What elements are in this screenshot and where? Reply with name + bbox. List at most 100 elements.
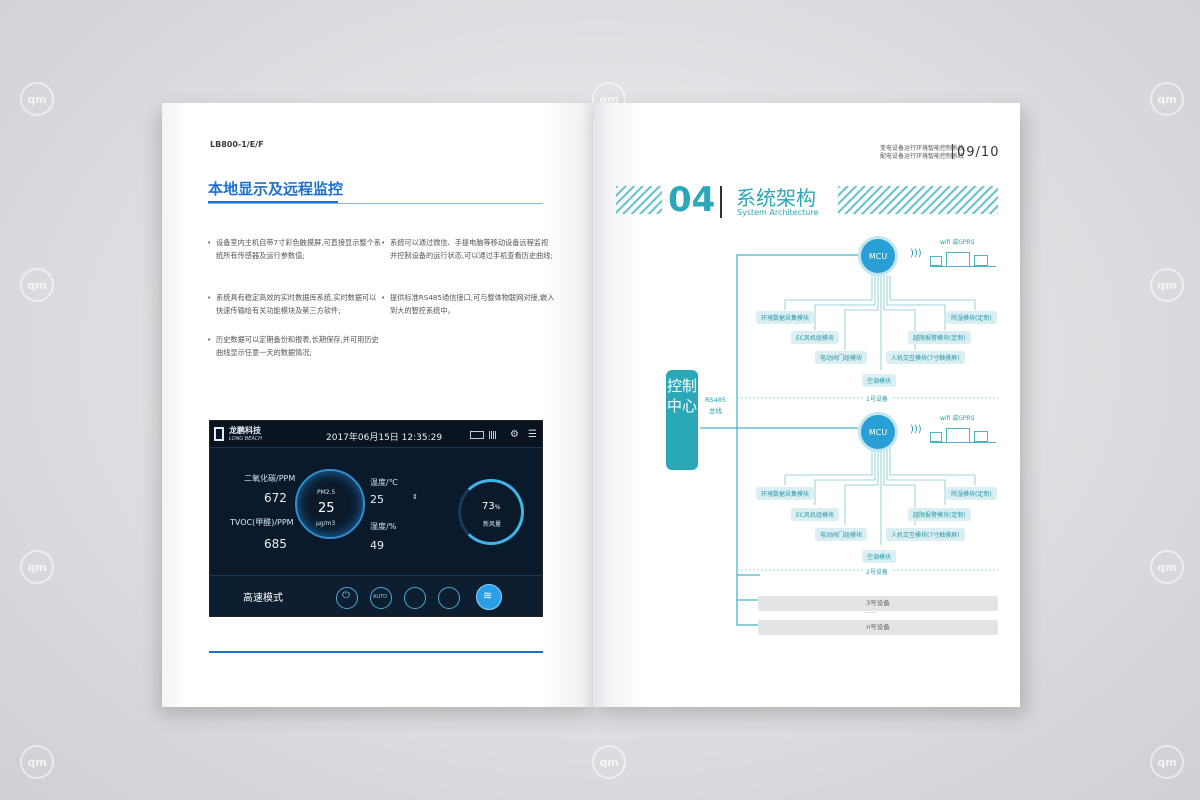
module-hmi: 人机交互模块(7寸触摸屏) xyxy=(886,528,965,541)
fresh-air-number: 73 xyxy=(482,501,495,512)
brand-name-en: LONG BEACH xyxy=(229,436,263,442)
watermark-logo: qm xyxy=(592,745,626,779)
module-aircon: 空调模块 xyxy=(862,374,897,387)
running-header-line2: 配电设备运行环境智能控制系统 xyxy=(880,153,965,160)
section-heading: 本地显示及远程监控 xyxy=(208,180,344,198)
pm25-unit: μg/m3 xyxy=(316,520,336,527)
gear-icon[interactable]: ⚙ xyxy=(510,429,519,440)
wind-icon: ≋ xyxy=(483,589,493,602)
humidity-label: 湿度/% xyxy=(370,522,397,531)
module-valve: 电动阀门组模块 xyxy=(815,351,868,364)
page-number: 09/10 xyxy=(957,145,1000,160)
laptop-icon xyxy=(930,256,942,266)
temperature-label: 温度/℃ xyxy=(370,478,398,487)
remote-devices-icon xyxy=(930,252,996,267)
co2-label: 二氧化碳/PPM xyxy=(244,474,296,483)
laptop-icon xyxy=(930,432,942,442)
wifi-signal-icon: ))) xyxy=(910,424,922,435)
footer-accent-bar xyxy=(209,651,543,653)
fresh-air-percent: % xyxy=(494,504,501,511)
module-hmi: 人机交互模块(7寸触摸屏) xyxy=(886,351,965,364)
feature-paragraph: 系统具有稳定高效的实时数据库系统,实时数据可以快速传输给有关功能模块及第三方软件… xyxy=(207,291,381,317)
monitor-icon xyxy=(946,252,970,267)
pm25-value: 25 xyxy=(318,501,335,516)
watermark-logo: qm xyxy=(1150,268,1184,302)
heading-accent-bar xyxy=(208,201,338,203)
section-title-cn: 系统架构 xyxy=(736,186,816,210)
watermark-logo: qm xyxy=(20,745,54,779)
feature-paragraph: 系统可以通过微信、手提电脑等移动设备远程监视并控制设备的运行状态,可以通过手机查… xyxy=(381,236,555,262)
device-1-label: 1号设备 xyxy=(863,394,891,403)
section-title-en: System Architecture xyxy=(737,208,819,217)
feature-paragraph: 历史数据可以定期备份和报表,长期保存,并可用历史曲线显示任意一天的数据情况; xyxy=(207,333,381,359)
module-alarm: 越限报警模块(定制) xyxy=(908,508,971,521)
wifi-signal-icon: ))) xyxy=(910,248,922,259)
pm25-gauge xyxy=(295,469,365,539)
signal-icon xyxy=(489,431,497,439)
auto-label: AUTO xyxy=(373,594,388,600)
fresh-air-value: 73% xyxy=(482,501,500,512)
brand-name-cn: 龙鹏科技 xyxy=(229,426,261,435)
module-dehumidify: 除湿模块(定制) xyxy=(946,487,997,500)
device-2-label: 2号设备 xyxy=(863,567,891,576)
model-code: LB800-1/E/F xyxy=(210,140,264,149)
wifi-label: wifi 或GPRS xyxy=(940,239,975,246)
power-icon: ⏻ xyxy=(342,590,350,601)
remote-devices-icon xyxy=(930,428,996,443)
pm25-label: PM2.5 xyxy=(317,489,336,496)
mid-speed-button[interactable] xyxy=(438,587,460,609)
settings-sliders-icon[interactable]: ☰ xyxy=(528,429,537,440)
watermark-logo: qm xyxy=(20,82,54,116)
auto-button[interactable]: AUTO xyxy=(370,587,392,609)
mcu-node-2: MCU xyxy=(858,412,898,452)
bus-label-cn: 总线 xyxy=(709,407,722,415)
monitor-icon xyxy=(946,428,970,443)
device-3-bar: 3号设备 xyxy=(758,596,998,611)
watermark-logo: qm xyxy=(20,550,54,584)
device-n-bar: n号设备 xyxy=(758,620,998,635)
touchscreen-panel-image: 龙鹏科技 LONG BEACH 2017年06月15日 12:35:29 ⚙ ☰… xyxy=(209,420,543,617)
temperature-value: 25 xyxy=(370,493,384,506)
status-icon xyxy=(470,431,484,439)
power-button[interactable]: ⏻ xyxy=(336,587,358,609)
wifi-label: wifi 或GPRS xyxy=(940,415,975,422)
control-center-block: 控制中心 xyxy=(666,370,698,470)
watermark-logo: qm xyxy=(1150,550,1184,584)
module-valve: 电动阀门组模块 xyxy=(815,528,868,541)
running-header-line1: 变电设备运行环境智能控制系统 xyxy=(880,145,965,152)
header-divider xyxy=(952,144,953,159)
watermark-logo: qm xyxy=(20,268,54,302)
panel-top-bar xyxy=(210,421,542,448)
humidity-value: 49 xyxy=(370,539,384,552)
temperature-stepper-icon[interactable]: ⇕ xyxy=(412,493,418,501)
watermark-logo: qm xyxy=(1150,82,1184,116)
feature-paragraph: 设备室内主机自带7寸彩色触摸屏,可直接显示整个系统所有传感器及运行参数值; xyxy=(207,236,381,262)
architecture-diagram-lines xyxy=(700,254,998,626)
title-separator xyxy=(720,186,722,218)
module-aircon: 空调模块 xyxy=(862,550,897,563)
tablet-icon xyxy=(974,431,988,442)
module-ec-fan: EC风机组模块 xyxy=(791,508,839,521)
tablet-icon xyxy=(974,255,988,266)
fresh-air-gauge xyxy=(458,479,524,545)
title-stripe-left xyxy=(616,186,662,214)
tvoc-value: 685 xyxy=(264,537,287,551)
watermark-logo: qm xyxy=(1150,745,1184,779)
brand-logo-icon xyxy=(214,427,224,441)
bus-label-rs485: RS485 xyxy=(705,396,727,404)
module-alarm: 越限报警模块(定制) xyxy=(908,331,971,344)
feature-paragraph: 提供标准RS485通信接口,可与整体物联网对接,嵌入到大的智控系统中。 xyxy=(381,291,555,317)
module-ec-fan: EC风机组模块 xyxy=(791,331,839,344)
module-env-data: 环境数据采集模块 xyxy=(756,311,815,324)
low-speed-button[interactable] xyxy=(404,587,426,609)
section-number: 04 xyxy=(668,180,716,220)
co2-value: 672 xyxy=(264,491,287,505)
title-stripe-right xyxy=(838,186,998,214)
heading-underline xyxy=(208,203,543,204)
tvoc-label: TVOC(甲醛)/PPM xyxy=(230,518,294,527)
mode-label[interactable]: 高速模式 xyxy=(243,593,283,604)
ellipsis: ...... xyxy=(864,608,876,615)
high-speed-button[interactable]: ≋ xyxy=(476,584,502,610)
mcu-node-1: MCU xyxy=(858,236,898,276)
module-dehumidify: 除湿模块(定制) xyxy=(946,311,997,324)
